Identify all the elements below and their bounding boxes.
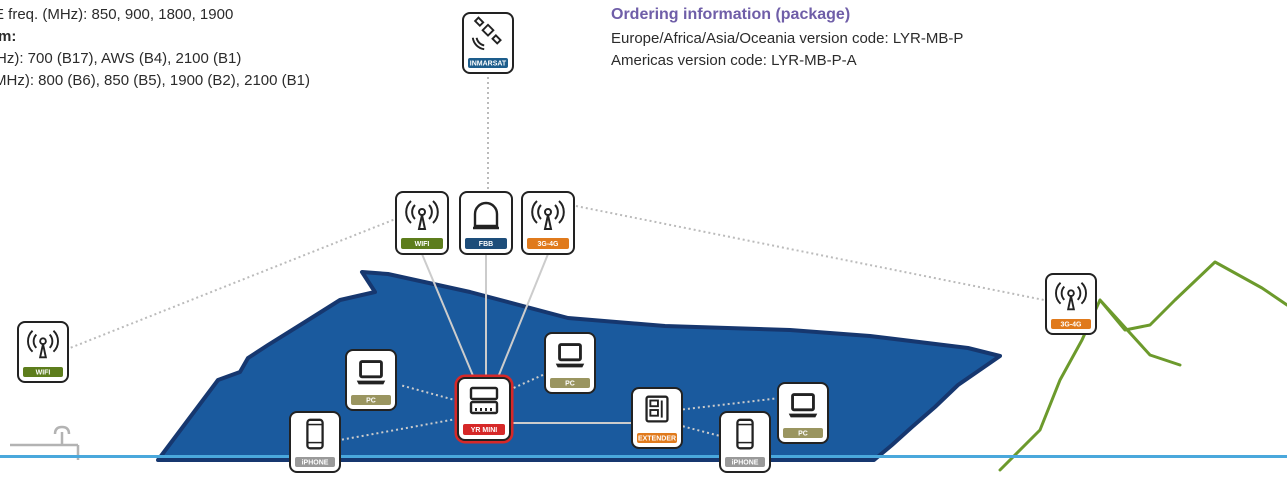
fbb-label: FBB [479, 241, 493, 248]
shore-wifi-node[interactable]: WIFI [17, 321, 69, 383]
pc-left-node[interactable]: PC [345, 349, 397, 411]
link-router-iphone-left [339, 417, 463, 441]
shore-wifi-label: WIFI [36, 370, 51, 377]
yr-mini-router-node[interactable]: YR MINI [454, 374, 514, 444]
pc-right-node[interactable]: PC [777, 382, 829, 444]
ordering-info: Ordering information (package) Europe/Af… [611, 4, 963, 72]
yr-mini-label: YR MINI [471, 427, 498, 434]
link-wifi-shore [69, 217, 399, 349]
link-router-pc-center [499, 373, 546, 395]
iphone-left-label: iPHONE [302, 460, 329, 467]
link-extender-iphone-right [677, 424, 721, 437]
link-router-pc-left [399, 384, 463, 403]
ordering-title: Ordering information (package) [611, 6, 851, 23]
dotted-links [69, 72, 1045, 349]
dotted-device-links [339, 373, 781, 441]
cellular-antenna-node[interactable]: 3G-4G [521, 191, 575, 255]
pc-right-label: PC [798, 431, 808, 438]
link-cell-mountain [575, 205, 1045, 301]
mountain-outline [998, 260, 1287, 472]
inmarsat-satellite-node[interactable]: INMARSAT [462, 12, 514, 74]
iphone-left-node[interactable]: iPHONE [289, 411, 341, 473]
ordering-code-europe: Europe/Africa/Asia/Oceania version code:… [611, 30, 964, 47]
spec-gsm-frequencies: E freq. (MHz): 850, 900, 1800, 1900 [0, 6, 234, 23]
pc-center-node[interactable]: PC [544, 332, 596, 394]
sea-line [0, 455, 1287, 458]
mountain-cellular-node[interactable]: 3G-4G [1045, 273, 1097, 335]
iphone-right-label: iPHONE [732, 460, 759, 467]
pc-left-label: PC [366, 398, 376, 405]
wifi-antenna-node[interactable]: WIFI [395, 191, 449, 255]
mountain-cellular-label: 3G-4G [1060, 322, 1082, 329]
wifi-label: WIFI [415, 241, 430, 248]
spec-band-europe: Hz): 700 (B17), AWS (B4), 2100 (B1) [0, 50, 242, 67]
extender-label: EXTENDER [638, 436, 676, 443]
spec-list: E freq. (MHz): 850, 900, 1800, 1900 m: H… [0, 4, 310, 92]
link-extender-pc-right [677, 397, 781, 411]
pc-center-label: PC [565, 381, 575, 388]
spec-band-americas: MHz): 800 (B6), 850 (B5), 1900 (B2), 210… [0, 72, 310, 89]
ordering-code-americas: Americas version code: LYR-MB-P-A [611, 52, 857, 69]
spec-umts-heading: m: [0, 28, 17, 45]
fbb-dome-node[interactable]: FBB [459, 191, 513, 255]
iphone-right-node[interactable]: iPHONE [719, 411, 771, 473]
inmarsat-label: INMARSAT [470, 61, 507, 68]
extender-node[interactable]: EXTENDER [631, 387, 683, 449]
cellular-label: 3G-4G [537, 241, 559, 248]
